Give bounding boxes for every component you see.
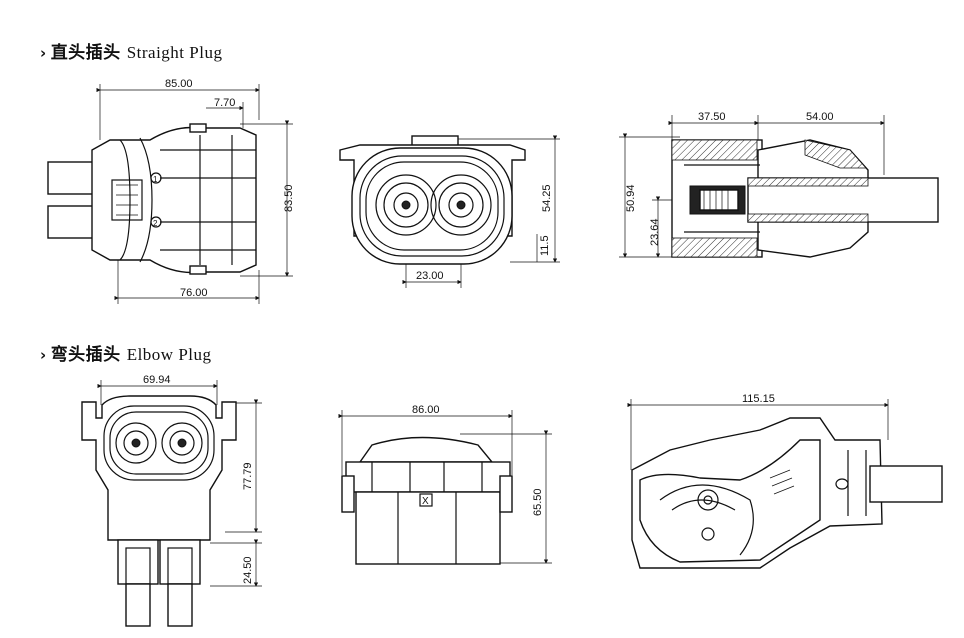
dim-pitch: 23.00 [416,270,444,282]
x-mark: X [422,496,429,507]
title-english: Straight Plug [126,43,223,62]
dim-width-bottom: 76.00 [180,287,208,299]
dim-height: 83.50 [283,184,295,212]
dim-elbow-front-width: 69.94 [143,374,171,386]
dim-section-a: 37.50 [698,111,726,123]
section-title-elbow: ›弯头插头 Elbow Plug [40,340,212,365]
dim-width-top: 85.00 [165,78,193,90]
title-chinese: 弯头插头 [50,345,121,365]
dim-elbow-side-height: 65.50 [532,488,544,516]
title-chinese: 直头插头 [50,43,121,63]
dim-section-h2: 23.64 [649,218,661,246]
dim-elbow-front-sub: 24.50 [242,556,254,584]
dim-elbow-side-width: 86.00 [412,404,440,416]
pin-label-1: 1 [153,175,158,184]
pin-label-2: 2 [153,219,158,228]
dim-elbow-front-height: 77.79 [242,462,254,490]
elbow-plug-profile-view: 115.15 [627,393,943,569]
chevron-right-icon: › [40,44,47,62]
straight-plug-side-view: 85.00 7.70 83.50 76.00 1 2 [47,78,295,304]
dim-section-b: 54.00 [806,111,834,123]
straight-plug-front-view: 54.25 11.5 23.00 [339,135,560,288]
straight-plug-section-view: 37.50 54.00 50.94 23.64 [619,111,939,258]
dim-section-h1: 50.94 [625,184,637,212]
elbow-plug-side-view: 86.00 65.50 X [338,404,552,565]
dim-offset: 7.70 [214,97,235,109]
chevron-right-icon: › [40,346,47,364]
dim-elbow-profile-width: 115.15 [742,393,775,405]
section-title-straight: ›直头插头 Straight Plug [40,38,222,63]
dim-front-sub: 11.5 [539,235,551,256]
dim-front-height: 54.25 [541,184,553,212]
elbow-plug-front-view: 69.94 77.79 24.50 [81,374,262,627]
title-english: Elbow Plug [126,345,212,364]
